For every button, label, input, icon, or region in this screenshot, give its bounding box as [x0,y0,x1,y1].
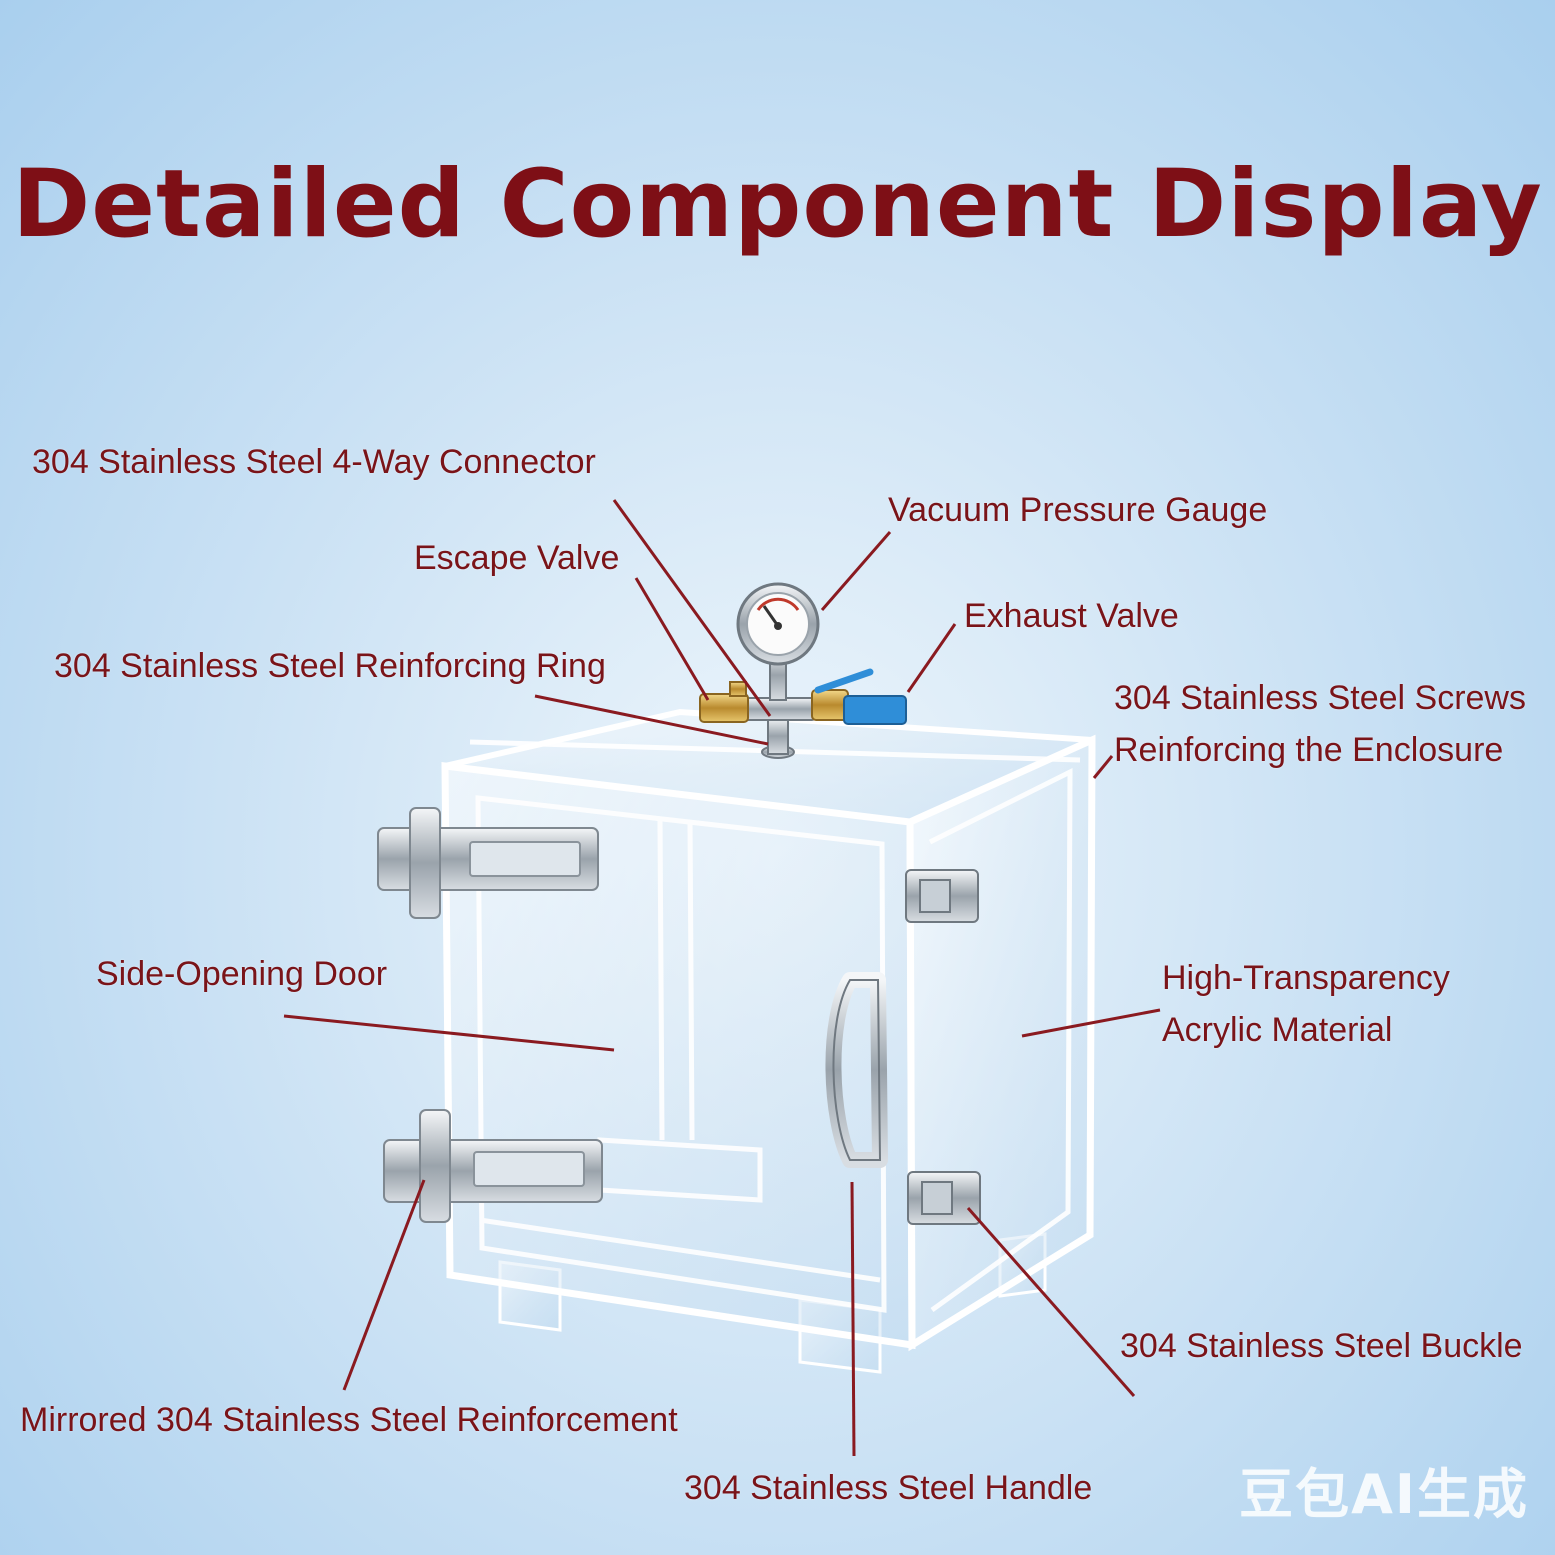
exhaust-valve [811,668,907,725]
buckle-top [905,869,979,923]
label-side-opening-door: Side-Opening Door [96,955,388,993]
door-hinge-top [377,807,599,919]
label-mirrored-reinforcement: Mirrored 304 Stainless Steel Reinforceme… [20,1401,678,1439]
chamber-frame [469,739,1081,1313]
page-title: Detailed Component Display [12,150,1543,259]
label-handle: 304 Stainless Steel Handle [684,1469,1093,1507]
buckle-bottom [907,1171,981,1225]
label-acrylic-line2: Acrylic Material [1162,1011,1393,1049]
label-four-way-connector: 304 Stainless Steel 4-Way Connector [32,443,596,481]
vacuum-pressure-gauge [736,582,820,666]
label-exhaust-valve: Exhaust Valve [964,597,1179,635]
label-escape-valve: Escape Valve [414,539,620,577]
label-vacuum-pressure-gauge: Vacuum Pressure Gauge [888,491,1268,529]
label-reinforcing-ring: 304 Stainless Steel Reinforcing Ring [54,647,606,685]
watermark: 豆包AI生成 [1239,1463,1529,1526]
label-acrylic-line1: High-Transparency [1162,959,1450,997]
label-screws-line2: Reinforcing the Enclosure [1114,731,1504,769]
reinforcing-ring [761,717,795,759]
leader-lines [283,499,1161,1457]
escape-valve [699,681,749,723]
chamber-side-panel [906,734,1096,1352]
label-screws-line1: 304 Stainless Steel Screws [1114,679,1526,717]
label-buckle: 304 Stainless Steel Buckle [1120,1327,1523,1365]
door-hinge-bottom [383,1109,603,1223]
